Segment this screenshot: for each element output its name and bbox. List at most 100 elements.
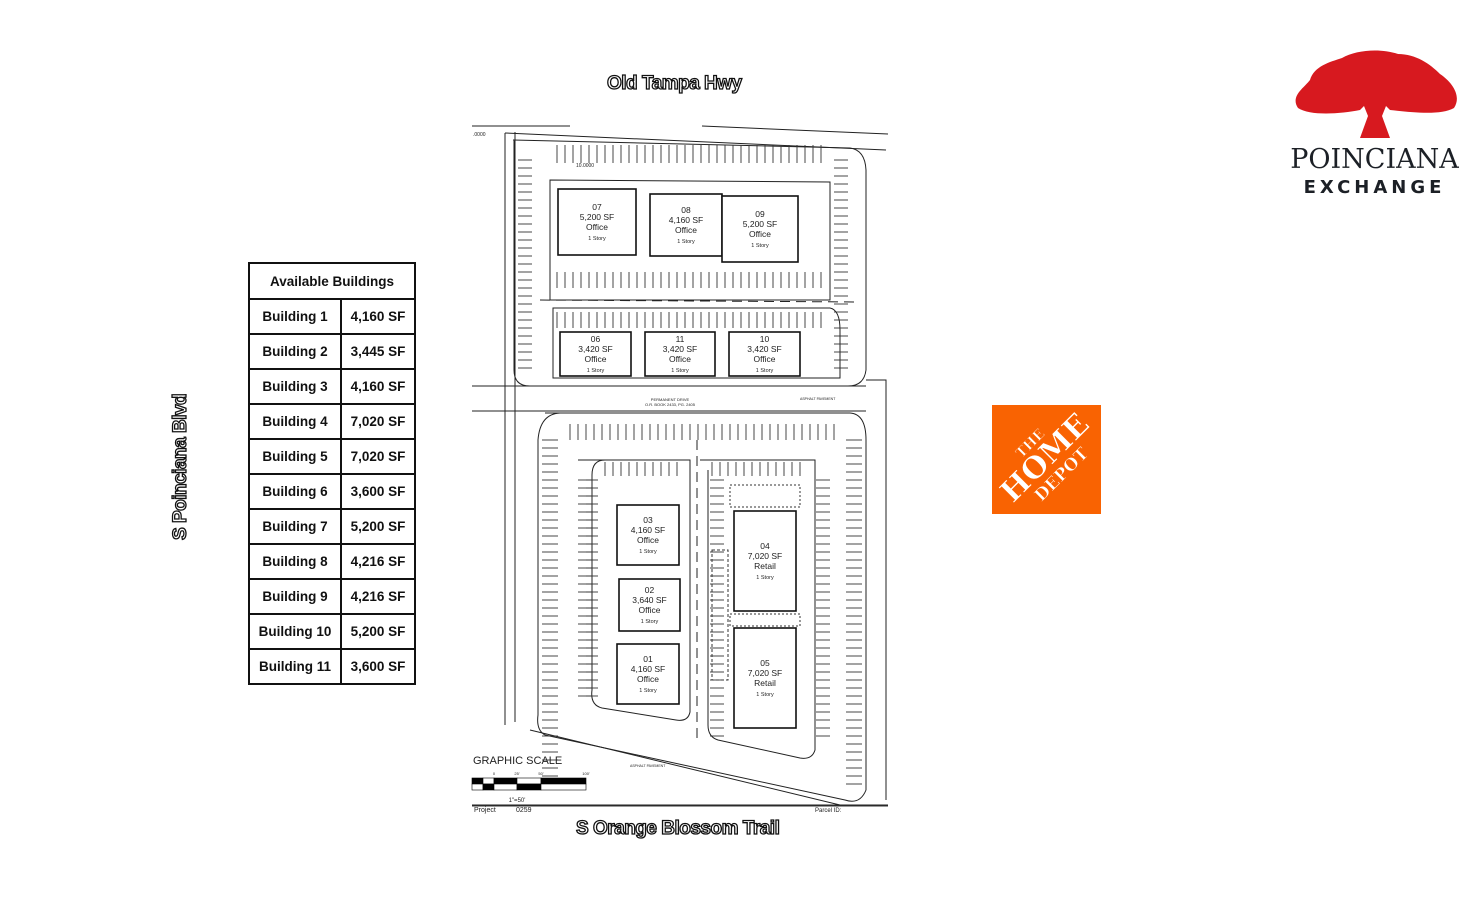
scale-bar-segment xyxy=(540,777,587,785)
building-sf: 7,020 SF xyxy=(748,668,783,678)
building-size: 3,600 SF xyxy=(340,648,416,685)
building-id: 09 xyxy=(755,209,765,219)
building-name: Building 7 xyxy=(248,508,342,545)
building-footprint xyxy=(644,331,716,377)
building-size: 4,216 SF xyxy=(340,543,416,580)
building-footprint xyxy=(733,510,797,612)
building-size: 3,600 SF xyxy=(340,473,416,510)
building-id: 06 xyxy=(591,334,601,344)
project-label: Project xyxy=(474,807,496,814)
site-line xyxy=(512,139,867,387)
building-footprint xyxy=(616,643,680,705)
home-depot-logo: THE HOME DEPOT xyxy=(992,405,1101,514)
building-name: Building 5 xyxy=(248,438,342,475)
building-sf: 4,160 SF xyxy=(631,525,666,535)
building-id: 01 xyxy=(643,654,653,664)
landscape-island xyxy=(711,549,729,681)
scale-ratio: 1"=50' xyxy=(509,798,526,804)
building-sf: 4,160 SF xyxy=(669,215,704,225)
road-label-old-tampa-hwy: Old Tampa Hwy xyxy=(606,72,742,94)
building-sf: 3,420 SF xyxy=(578,344,613,354)
site-line xyxy=(578,459,691,721)
building-size: 4,160 SF xyxy=(340,298,416,335)
parcel-label: Parcel ID: xyxy=(815,808,842,814)
building-use: Retail xyxy=(754,561,776,571)
scale-bar-segment xyxy=(482,783,495,791)
building-story: 1 Story xyxy=(756,368,774,374)
building-id: 02 xyxy=(645,585,655,595)
building-id: 05 xyxy=(760,658,770,668)
building-id: 07 xyxy=(592,202,602,212)
building-id: 11 xyxy=(676,334,685,344)
project-number: 0259 xyxy=(516,807,532,814)
tree-icon xyxy=(1295,50,1457,138)
building-size: 3,445 SF xyxy=(340,333,416,370)
building-sf: 4,160 SF xyxy=(631,664,666,674)
building-size: 4,216 SF xyxy=(340,578,416,615)
building-story: 1 Story xyxy=(677,239,695,245)
building-use: Office xyxy=(586,222,608,232)
logo-line-2: EXCHANGE xyxy=(1303,177,1446,198)
site-line xyxy=(549,179,831,301)
site-line xyxy=(700,459,816,759)
table-title: Available Buildings xyxy=(248,262,416,300)
building-size: 5,200 SF xyxy=(340,613,416,650)
building-sf: 5,200 SF xyxy=(743,219,778,229)
site-line xyxy=(866,379,887,800)
center-line xyxy=(539,299,861,303)
building-use: Office xyxy=(753,354,775,364)
scale-bar-segment xyxy=(540,783,587,791)
building-name: Building 3 xyxy=(248,368,342,405)
building-story: 1 Story xyxy=(639,688,657,694)
landscape-area xyxy=(729,613,801,627)
scale-bar-segment xyxy=(493,783,518,791)
building-name: Building 8 xyxy=(248,543,342,580)
building-use: Office xyxy=(637,535,659,545)
building-story: 1 Story xyxy=(671,368,689,374)
building-footprint xyxy=(559,331,632,377)
site-line xyxy=(701,125,889,135)
building-name: Building 1 xyxy=(248,298,342,335)
building-id: 10 xyxy=(760,334,770,344)
asphalt-label: ASPHALT PAVEMENT xyxy=(630,764,666,768)
scale-bar-segment xyxy=(471,783,484,791)
building-use: Office xyxy=(669,354,691,364)
site-line xyxy=(537,412,867,802)
building-footprint xyxy=(721,195,799,263)
site-line xyxy=(552,307,841,379)
logo-line-1: POINCIANA xyxy=(1290,144,1459,175)
building-id: 03 xyxy=(643,515,653,525)
drive-reference-label: O.R. BOOK 2433, PG. 2405 xyxy=(645,402,696,407)
building-size: 7,020 SF xyxy=(340,438,416,475)
scale-bar-segment xyxy=(482,777,495,785)
poinciana-exchange-logo: POINCIANA EXCHANGE xyxy=(1282,48,1467,198)
building-id: 08 xyxy=(681,205,691,215)
building-use: Office xyxy=(638,605,660,615)
building-story: 1 Story xyxy=(639,549,657,555)
building-story: 1 Story xyxy=(587,368,605,374)
building-sf: 7,020 SF xyxy=(748,551,783,561)
scale-tick: 25' xyxy=(514,771,519,776)
building-footprint xyxy=(649,193,723,257)
